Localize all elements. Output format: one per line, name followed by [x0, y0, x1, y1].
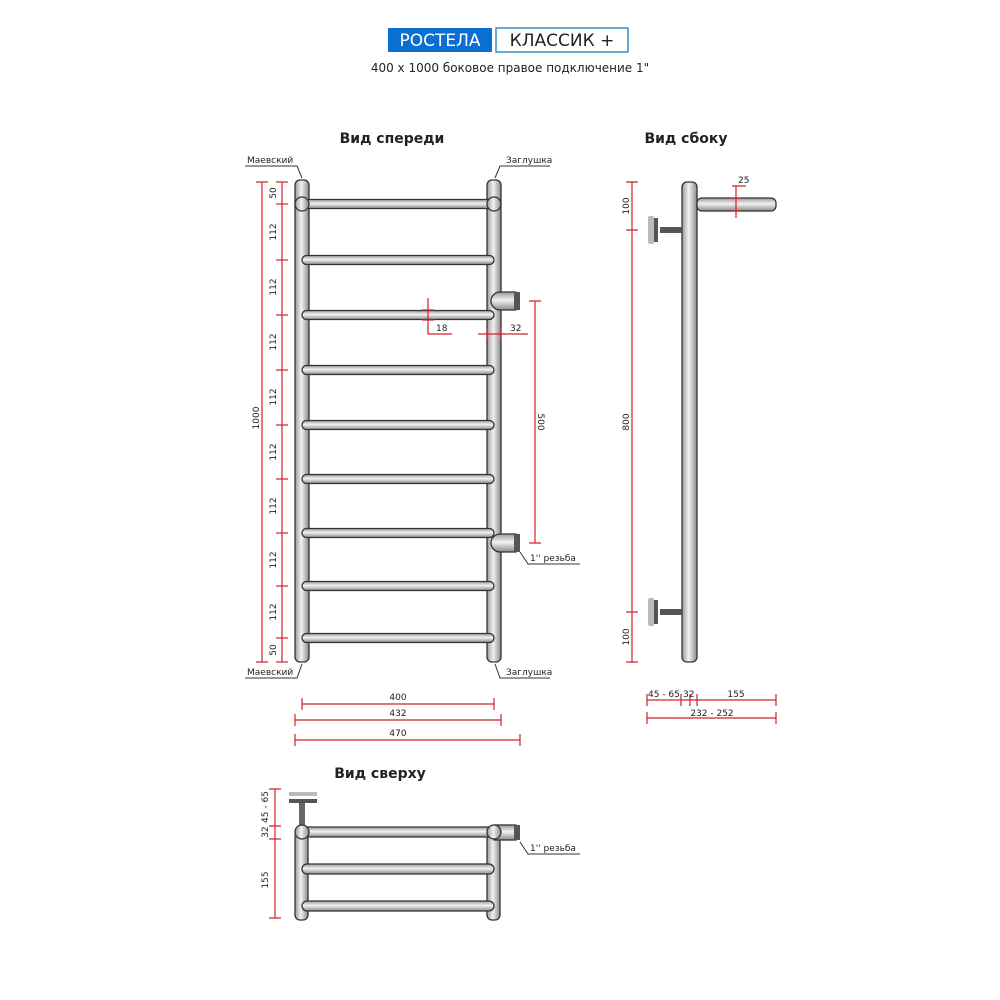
- label-plug-top: Заглушка: [506, 156, 552, 166]
- rung-joint: [486, 196, 502, 212]
- dim-50-top: 50: [269, 187, 279, 199]
- dim-line-side-vertical: [626, 181, 638, 663]
- dim-line-top-view: [269, 788, 281, 919]
- front-view: Вид спереди Маевский Заглушка Маевский З…: [245, 131, 580, 746]
- dim-800: 800: [622, 413, 632, 430]
- dim-line-432: [294, 714, 502, 726]
- side-view: Вид сбоку 25 100 800 100 45 - 65 32 155 …: [622, 131, 777, 724]
- subtitle: 400 x 1000 боковое правое подключение 1": [371, 61, 649, 75]
- rung: [301, 254, 495, 266]
- top-view: Вид сверху 1'' резьба 45 - 65 32 155: [261, 766, 580, 921]
- dim-112: 112: [269, 443, 279, 460]
- dim-112: 112: [269, 551, 279, 568]
- rung: [301, 309, 495, 321]
- dim-arm: 155: [727, 690, 744, 700]
- model-box: [495, 27, 629, 53]
- dim-112: 112: [269, 388, 279, 405]
- top-view-title: Вид сверху: [334, 766, 426, 782]
- dim-depth-top: 155: [261, 871, 271, 888]
- connection-bottom: [490, 533, 517, 553]
- dim-25: 25: [738, 176, 749, 186]
- dim-100-top: 100: [622, 197, 632, 214]
- rung-joint: [294, 196, 310, 212]
- dim-total: 232 - 252: [690, 709, 733, 719]
- dim-line-25: [730, 185, 746, 218]
- label-thread: 1'' резьба: [530, 554, 576, 564]
- label-thread-top: 1'' резьба: [530, 844, 576, 854]
- rung: [301, 527, 495, 539]
- rungs: [301, 198, 495, 644]
- dim-112: 112: [269, 497, 279, 514]
- rung: [301, 580, 495, 592]
- dim-50-bottom: 50: [269, 644, 279, 656]
- dim-line-32: [478, 328, 528, 340]
- dim-line-400: [301, 698, 495, 710]
- dim-line-total-depth: [646, 712, 777, 724]
- dim-wall-top: 45 - 65: [261, 791, 271, 823]
- dim-wall: 45 - 65: [648, 690, 680, 700]
- header: РОСТЕЛА КЛАССИК + 400 x 1000 боковое пра…: [371, 27, 649, 75]
- connection-top: [490, 291, 517, 311]
- dim-line-470: [294, 734, 521, 746]
- dim-470: 470: [389, 729, 406, 739]
- label-plug-bottom: Заглушка: [506, 668, 552, 678]
- dim-100-bottom: 100: [622, 628, 632, 645]
- brand-box: [388, 28, 492, 52]
- wall-bracket: [289, 792, 317, 829]
- wall-bracket-top: [648, 216, 682, 244]
- brand-name: РОСТЕЛА: [399, 31, 480, 51]
- top-rung: [301, 826, 495, 838]
- label-maevsky-top: Маевский: [247, 156, 293, 166]
- dim-line-1000: [256, 181, 268, 663]
- dim-line-18: [422, 298, 452, 335]
- dim-1000: 1000: [252, 406, 262, 429]
- thread-bottom: [514, 534, 520, 552]
- dim-112: 112: [269, 603, 279, 620]
- rung: [301, 632, 495, 644]
- dim-18: 18: [436, 324, 448, 334]
- top-rung: [301, 863, 495, 875]
- dim-112: 112: [269, 333, 279, 350]
- wall-bracket-bottom: [648, 598, 682, 626]
- dim-post-top: 32: [261, 826, 271, 837]
- dim-32: 32: [510, 324, 521, 334]
- front-view-title: Вид спереди: [340, 131, 445, 147]
- dim-line-side-depth: [646, 694, 777, 706]
- top-rung: [301, 900, 495, 912]
- thread-top: [514, 292, 520, 310]
- dim-post: 32: [683, 690, 694, 700]
- rung: [301, 364, 495, 376]
- rung: [301, 473, 495, 485]
- dim-112: 112: [269, 278, 279, 295]
- model-name: КЛАССИК +: [510, 31, 615, 51]
- label-maevsky-bottom: Маевский: [247, 668, 293, 678]
- dim-500: 500: [535, 413, 545, 430]
- rung-spacing-labels: 50 112 112 112 112 112 112 112 112 50: [269, 187, 279, 656]
- rung: [301, 419, 495, 431]
- top-joint: [294, 824, 310, 840]
- dim-432: 432: [389, 709, 406, 719]
- dim-line-500: [529, 300, 541, 544]
- side-post: [681, 181, 698, 663]
- top-joint: [486, 824, 502, 840]
- dim-112: 112: [269, 223, 279, 240]
- side-view-title: Вид сбоку: [645, 131, 728, 147]
- dim-400: 400: [389, 693, 406, 703]
- rung: [301, 198, 495, 210]
